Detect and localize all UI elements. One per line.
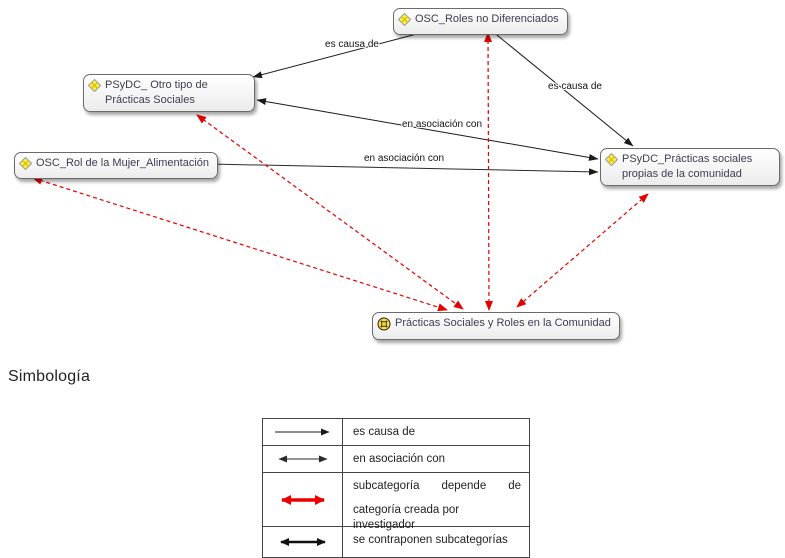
category-circle-icon: [377, 317, 391, 336]
edge-red-practicas-propias-categoria: [516, 193, 649, 308]
legend-row-es-causa-de: es causa de: [263, 419, 529, 446]
node-otro-tipo-practicas[interactable]: PSyDC_ Otro tipo de Prácticas Sociales: [83, 74, 255, 112]
node-practicas-roles-comunidad[interactable]: Prácticas Sociales y Roles en la Comunid…: [372, 312, 620, 340]
code-diamond-icon: [18, 156, 33, 175]
edge-en-asociacion-2: [208, 160, 599, 176]
edge-es-causa-de-1: [252, 30, 429, 79]
legend-label-line2: categoría creada por investigador: [353, 504, 460, 531]
node-rol-mujer-alimentacion[interactable]: OSC_Rol de la Mujer_Alimentación: [14, 152, 219, 179]
legend-table: es causa de en asociación con subcategor…: [262, 418, 530, 558]
double-red-thick-arrow-icon: [263, 473, 343, 526]
symbology-title: Simbología: [8, 368, 91, 385]
legend-row-se-contraponen: se contraponen subcategorías: [263, 527, 529, 557]
legend-label-line1: subcategoría depende de: [353, 480, 521, 492]
node-label: Prácticas Sociales y Roles en la Comunid…: [395, 317, 611, 329]
legend-row-en-asociacion: en asociación con: [263, 446, 529, 473]
legend-label: subcategoría depende de categoría creada…: [343, 473, 529, 531]
edge-label-es-causa-de-2: es causa de: [548, 81, 602, 92]
node-label: OSC_Rol de la Mujer_Alimentación: [36, 157, 210, 169]
code-diamond-icon: [604, 152, 619, 171]
edge-es-causa-de-2: [491, 30, 634, 147]
edge-red-rol-mujer-categoria: [32, 176, 448, 312]
node-label: OSC_Roles no Diferenciados: [415, 13, 559, 25]
legend-label: en asociación con: [353, 453, 446, 465]
edge-label-en-asociacion-1: en asociación con: [402, 119, 482, 130]
edge-red-otro-tipo-categoria: [196, 114, 464, 310]
edge-layer: es causa de es causa de en asociación co…: [32, 30, 649, 312]
legend-row-subcategoria-depende: subcategoría depende de categoría creada…: [263, 473, 529, 531]
node-roles-no-diferenciados[interactable]: OSC_Roles no Diferenciados: [393, 8, 568, 35]
double-black-thick-arrow-icon: [263, 527, 343, 557]
edge-label-es-causa-de-1: es causa de: [325, 39, 379, 50]
code-diamond-icon: [397, 12, 412, 31]
double-black-thin-arrow-icon: [263, 446, 343, 472]
node-practicas-propias[interactable]: PSyDC_Prácticas sociales propias de la c…: [600, 148, 780, 186]
legend-label: se contraponen subcategorías: [353, 534, 508, 546]
legend-label: es causa de: [353, 426, 416, 438]
node-label: PSyDC_Prácticas sociales propias de la c…: [622, 153, 753, 180]
edge-red-roles-categoria: [484, 32, 493, 311]
single-black-thin-arrow-icon: [263, 419, 343, 445]
code-diamond-icon: [87, 78, 102, 97]
edge-label-en-asociacion-2: en asociación con: [364, 153, 444, 164]
node-label: PSyDC_ Otro tipo de Prácticas Sociales: [105, 79, 208, 106]
